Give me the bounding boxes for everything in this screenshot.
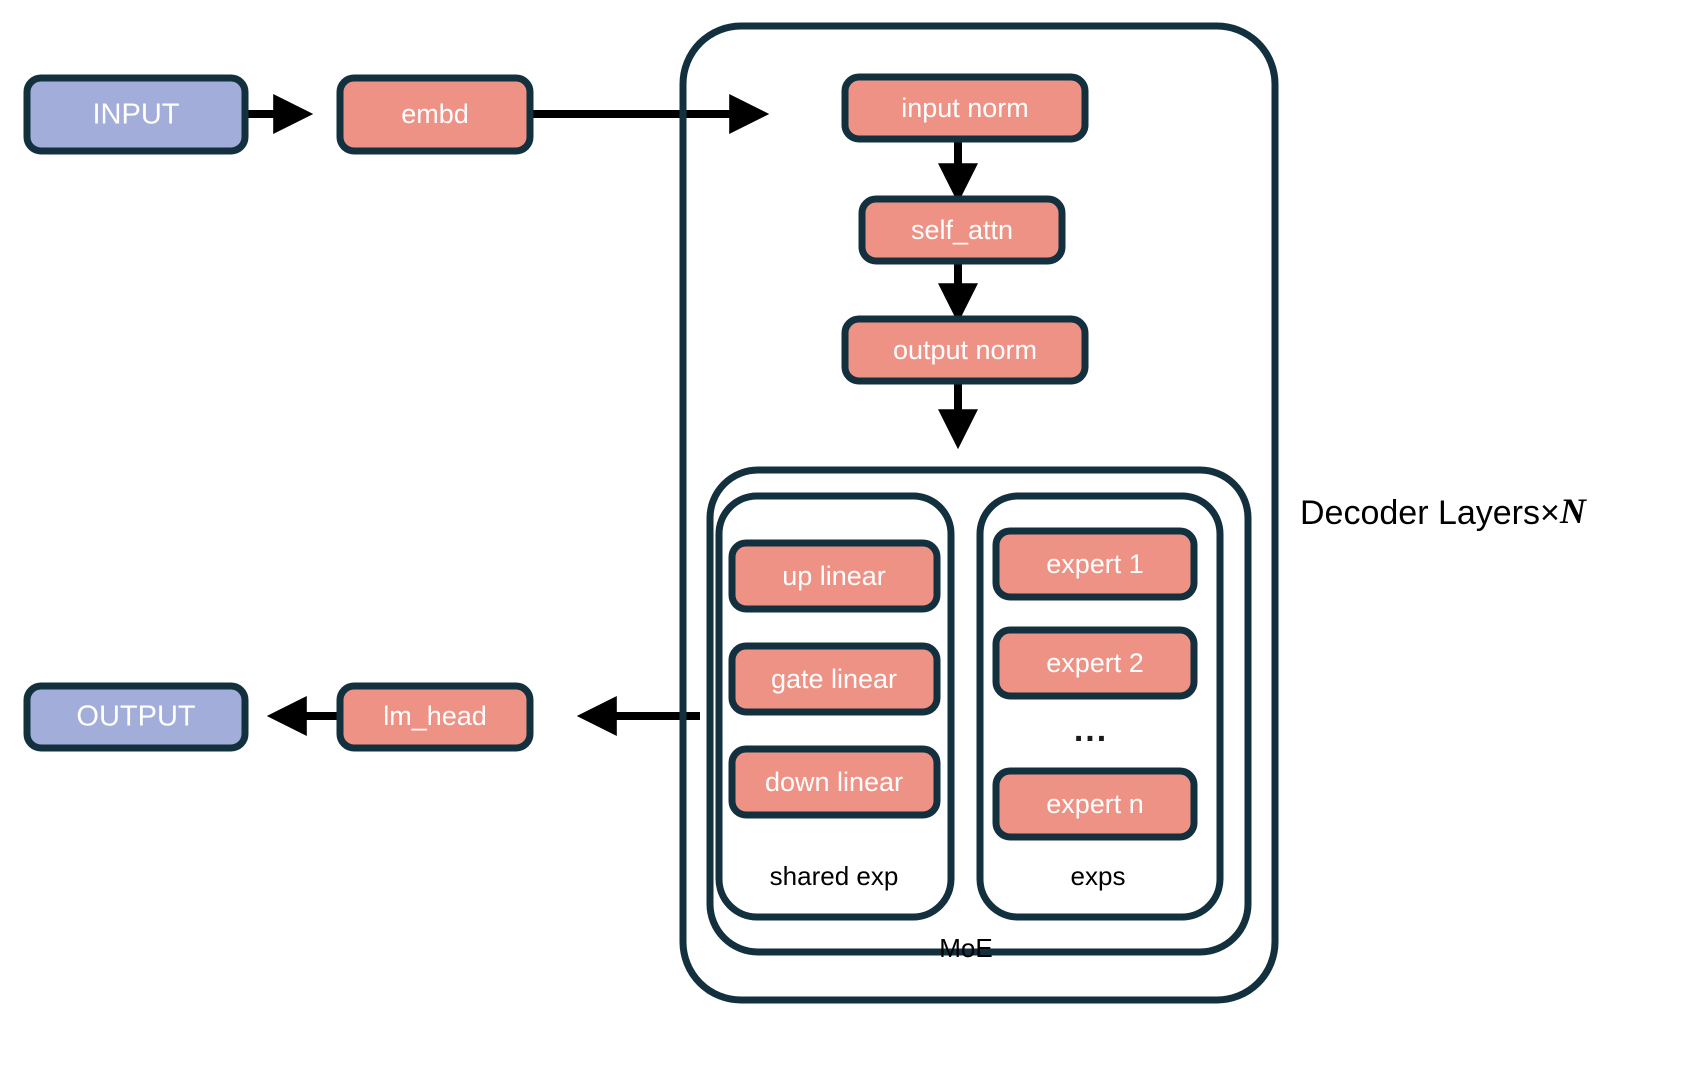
- self-attn-node[interactable]: [858, 195, 1066, 265]
- output-norm-node[interactable]: [841, 315, 1089, 385]
- decoder-layers-caption-text: Decoder Layers×N: [1300, 491, 1588, 532]
- expert-n-node[interactable]: [992, 767, 1198, 841]
- embd-node-label: embd: [401, 99, 469, 129]
- down-linear-node-label: down linear: [765, 767, 903, 797]
- expert-ellipsis-label: ...: [1074, 711, 1108, 749]
- node-output-group[interactable]: OUTPUT: [23, 682, 249, 752]
- gate-linear-node[interactable]: [728, 642, 941, 716]
- expert-2-node-label: expert 2: [1046, 648, 1144, 678]
- node-lm-head-group[interactable]: lm_head: [336, 682, 534, 752]
- node-input-norm-group[interactable]: input norm: [841, 73, 1089, 143]
- output-norm-node-label: output norm: [893, 335, 1037, 365]
- expert-1-node[interactable]: [992, 527, 1198, 601]
- output-node[interactable]: [23, 682, 249, 752]
- input-norm-node-label: input norm: [901, 93, 1029, 123]
- decoder-layers-caption: Decoder Layers×N: [1300, 491, 1588, 532]
- node-output-norm-group[interactable]: output norm: [841, 315, 1089, 385]
- exps-container: expert 1 expert 2 ... expert n exps: [976, 492, 1224, 921]
- decoder-layers-caption-count: N: [1559, 491, 1588, 531]
- input-norm-node[interactable]: [841, 73, 1089, 143]
- gate-linear-node-label: gate linear: [771, 664, 897, 694]
- embd-node[interactable]: [336, 74, 534, 155]
- expert-2-node[interactable]: [992, 626, 1198, 700]
- expert-n-node-label: expert n: [1046, 789, 1144, 819]
- decoder-layers-caption-prefix: Decoder Layers×: [1300, 494, 1560, 532]
- self-attn-node-label: self_attn: [911, 215, 1013, 245]
- decoder-layers-container: [679, 22, 1279, 1004]
- shared-exp-container: up linear gate linear down linear shared…: [715, 492, 955, 921]
- node-embd-group[interactable]: embd: [336, 74, 534, 155]
- up-linear-node-label: up linear: [782, 561, 886, 591]
- down-linear-node[interactable]: [728, 745, 941, 819]
- shared-exp-label: shared exp: [770, 861, 899, 891]
- node-self-attn-group[interactable]: self_attn: [858, 195, 1066, 265]
- up-linear-node[interactable]: [728, 539, 941, 613]
- input-node[interactable]: [23, 74, 249, 155]
- expert-1-node-label: expert 1: [1046, 549, 1144, 579]
- lm-head-node[interactable]: [336, 682, 534, 752]
- input-node-label: INPUT: [93, 99, 180, 131]
- exps-label: exps: [1071, 861, 1126, 891]
- lm-head-node-label: lm_head: [383, 701, 487, 731]
- moe-label: MoE: [939, 933, 992, 963]
- decoder-layers-box: [679, 22, 1279, 1004]
- node-input-group[interactable]: INPUT: [23, 74, 249, 155]
- output-node-label: OUTPUT: [76, 701, 196, 733]
